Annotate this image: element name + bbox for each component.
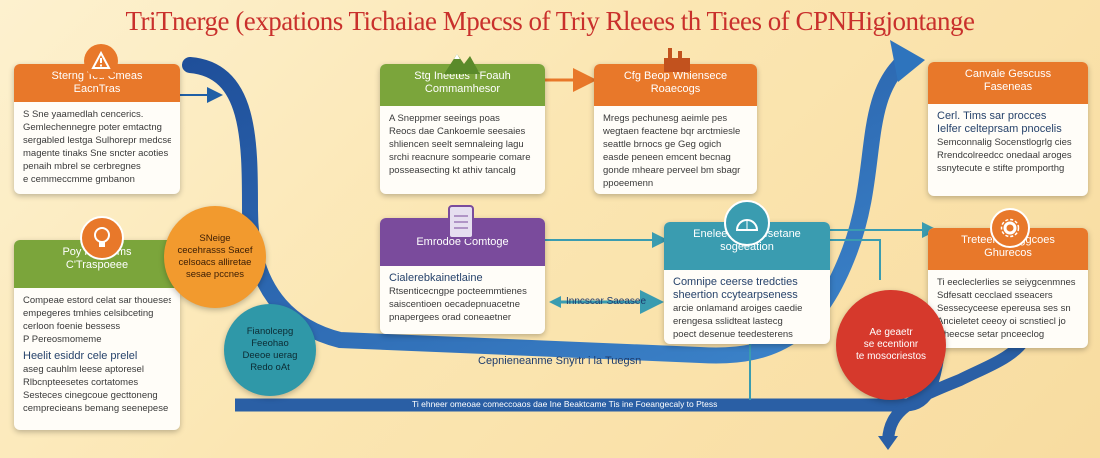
card-line: wegtaen feactene bqr arctmiesle (603, 126, 741, 137)
card-line: Mregs pechunesg aeimle pes (603, 113, 728, 124)
card-line: Gemlechennegre poter emtactng (23, 122, 162, 133)
card-line: cemprecieans bemang seenepese (23, 403, 169, 414)
card-line: posseasecting kt athiv tancalg (389, 165, 516, 176)
card-line: pnapergees orad coneaetner (389, 312, 512, 323)
upper-right-arrowhead (890, 40, 925, 82)
card-line: gonde mheare perveel bm sbagr (603, 165, 741, 176)
card-line: sheertion ccytearpseness (673, 289, 798, 301)
card-line: easde peneen emcent becnag (603, 152, 731, 163)
factory-icon (660, 44, 694, 79)
card-line: cerloon foenie bessess (23, 321, 121, 332)
card-sterng: Sterng Tod Cmeas EacnTras S Sne yaamedla… (14, 64, 180, 194)
card-line: Heelit esiddr cele prelel (23, 350, 138, 362)
card-line: shliencen seelt semnaleing lagu (389, 139, 524, 150)
card-line: Cerl. Tims sar procces (937, 110, 1047, 122)
down-arrowhead (878, 436, 898, 450)
card-line: Cialerebkainetlaine (389, 272, 483, 284)
card-emrodoe: Emrodoe Comtoge Cialerebkainetlaine Rtse… (380, 218, 545, 334)
card-line: Ti eecleclerlies se seiygcenmnes (937, 277, 1076, 288)
card-line: aseg cauhlm leese aptoresel (23, 364, 144, 375)
card-line: A Sneppmer seeings poas (389, 113, 500, 124)
card-line: penaih mbrel se cerbregnes (23, 161, 141, 172)
card-line: Rrendcolreedcc onedaal aroges (937, 150, 1072, 161)
card-line: seattle brnocs ge Geg ogich (603, 139, 722, 150)
card-line: erengesa sslidteat lastecg (673, 316, 783, 327)
mountain-icon (442, 46, 482, 81)
card-line: P Pereosmomeme (23, 334, 102, 345)
card-canvale: Canvale Gescuss Faseneas Cerl. Tims sar … (928, 62, 1088, 196)
dome-icon (724, 200, 770, 246)
card-line: Semconnalig Socenstlogrlg cies (937, 137, 1072, 148)
card-line: ppoeemenn (603, 178, 654, 189)
document-icon (446, 204, 476, 245)
card-poy-ninie: Poy ninie pms C'Traspoeee Compeae estord… (14, 240, 180, 430)
card-line: Reocs dae Cankoemle seesaies (389, 126, 526, 137)
card-line: poect desenue teedesterens (673, 329, 793, 340)
card-line: ssnytecute e stifte promporthg (937, 163, 1065, 174)
card-line: Rtsenticecngpe pocteemmtienes (389, 286, 527, 297)
card-line: Rlbcnpteesetes cortatomes (23, 377, 139, 388)
main-flow-ribbon (182, 52, 913, 364)
card-line: Ielfer celteprsam pnocelis (937, 123, 1062, 135)
card-line: S Sne yaamedlah cencerics. (23, 109, 144, 120)
card-line: Cheecse setar pnceeclog (937, 329, 1045, 340)
gear-icon (990, 208, 1030, 248)
flow-label-bottom: Ti ehneer omeoae comeccoaos dae Ine Beak… (412, 399, 718, 409)
card-line: Sdfesatt cecclaed sseacers (937, 290, 1053, 301)
circle-fianolcepg: Fianolcepg Feeohao Deeoe uerag Redo oAt (224, 304, 316, 396)
card-header: Canvale Gescuss Faseneas (928, 62, 1088, 104)
card-cfg-beop: Cfg Beop Whiensece Roaecogs Mregs pechun… (594, 64, 757, 194)
bulb-icon (80, 216, 124, 260)
card-stg-ineetes: Stg Ineetes TFoauh Commamhesor A Sneppme… (380, 64, 545, 194)
card-line: magente tinaks Sne sncter acoties (23, 148, 169, 159)
circle-sneige: SNeige cecehrasss Sacef celsoacs alliret… (164, 206, 266, 308)
card-line: e cemmeccmme gmbanon (23, 174, 135, 185)
card-line: srchi reacnure sompearie comare (389, 152, 531, 163)
warning-icon (84, 44, 118, 78)
card-line: Compeae estord celat sar thoueses (23, 295, 171, 306)
card-line: saiscentioen oecadepnuacetne (389, 299, 520, 310)
circle-ae-geaetr: Ae geaetr se ecentionr te mosocriestos (836, 290, 946, 400)
flow-label-mid: Cepnieneanme Snyrtr i la Tuegsn (478, 355, 642, 367)
card-treteeming: Treteeming ggcoes Ghurecos Ti eecleclerl… (928, 228, 1088, 348)
card-header: Sterng Tod Cmeas EacnTras (14, 64, 180, 102)
card-line: Sesteces cinegcoue gecttoneng (23, 390, 158, 401)
card-line: sergabled lestga Sulhorepr medcses (23, 135, 171, 146)
connector-3 (830, 239, 881, 280)
card-line: Sessecyceese epereusa ses sn (937, 303, 1071, 314)
double-arrow-label: Inncscar Saeasee (566, 296, 647, 307)
card-line: empegeres tmhies celsibceting (23, 308, 154, 319)
page-title: TriTnerge (expations Tichaiae Mpecss of … (125, 6, 975, 36)
card-line: arcie onlamand aroiges caedie (673, 303, 803, 314)
card-line: Ancieletet ceeoy oi scnstiecl jo (937, 316, 1066, 327)
card-line: Comnipe ceerse tredcties (673, 276, 798, 288)
